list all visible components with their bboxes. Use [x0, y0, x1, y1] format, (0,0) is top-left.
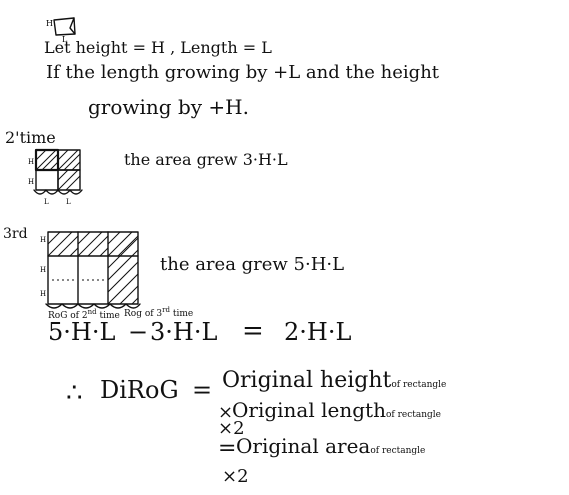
- conclusion-term-1: Original heightof rectangle: [222, 368, 447, 393]
- second-time-label: 2'time: [5, 128, 56, 147]
- svg-text:H: H: [46, 19, 53, 28]
- svg-text:H: H: [40, 236, 46, 244]
- third-time-result: the area grew 5·H·L: [160, 254, 345, 275]
- conclusion-equals: =: [192, 376, 213, 404]
- conclusion-lhs: DiRoG: [100, 376, 179, 404]
- therefore-symbol: ∴: [66, 378, 83, 408]
- definition-line: Let height = H , Length = L: [44, 38, 272, 57]
- svg-text:H: H: [40, 266, 46, 274]
- svg-text:L: L: [62, 35, 68, 44]
- initial-rectangle-sketch: H L: [46, 17, 76, 44]
- svg-text:H: H: [40, 290, 46, 298]
- third-time-grid-figure: H H H: [40, 231, 141, 309]
- conclusion-times-2: ×2: [218, 418, 245, 439]
- svg-text:L: L: [44, 198, 49, 206]
- equation-minus: −: [128, 318, 149, 346]
- conclusion-term-2: Original lengthof rectangle: [232, 398, 441, 422]
- second-time-grid-figure: H H L L: [28, 148, 83, 206]
- growth-line-2: growing by +H.: [88, 95, 249, 119]
- growth-line-1: If the length growing by +L and the heig…: [46, 62, 440, 83]
- svg-text:H: H: [28, 158, 34, 166]
- svg-text:L: L: [66, 198, 71, 206]
- second-time-result: the area grew 3·H·L: [124, 150, 288, 169]
- conclusion-equals-2: =: [218, 436, 237, 461]
- equation-result: 2·H·L: [284, 318, 352, 346]
- equation-equals: =: [242, 316, 264, 346]
- conclusion-term-3: Original areaof rectangle: [236, 434, 426, 458]
- conclusion-times-1: ×: [218, 402, 234, 423]
- rog-2nd-caption: RoG of 2nd time: [48, 308, 120, 321]
- svg-text:H: H: [28, 178, 34, 186]
- conclusion-times-3: ×2: [222, 466, 249, 487]
- rog-3rd-caption: Rog of 3rd time: [124, 306, 194, 319]
- equation-left: 5·H·L: [48, 318, 116, 346]
- equation-right: 3·H·L: [150, 318, 218, 346]
- third-time-label: 3rd: [3, 226, 28, 242]
